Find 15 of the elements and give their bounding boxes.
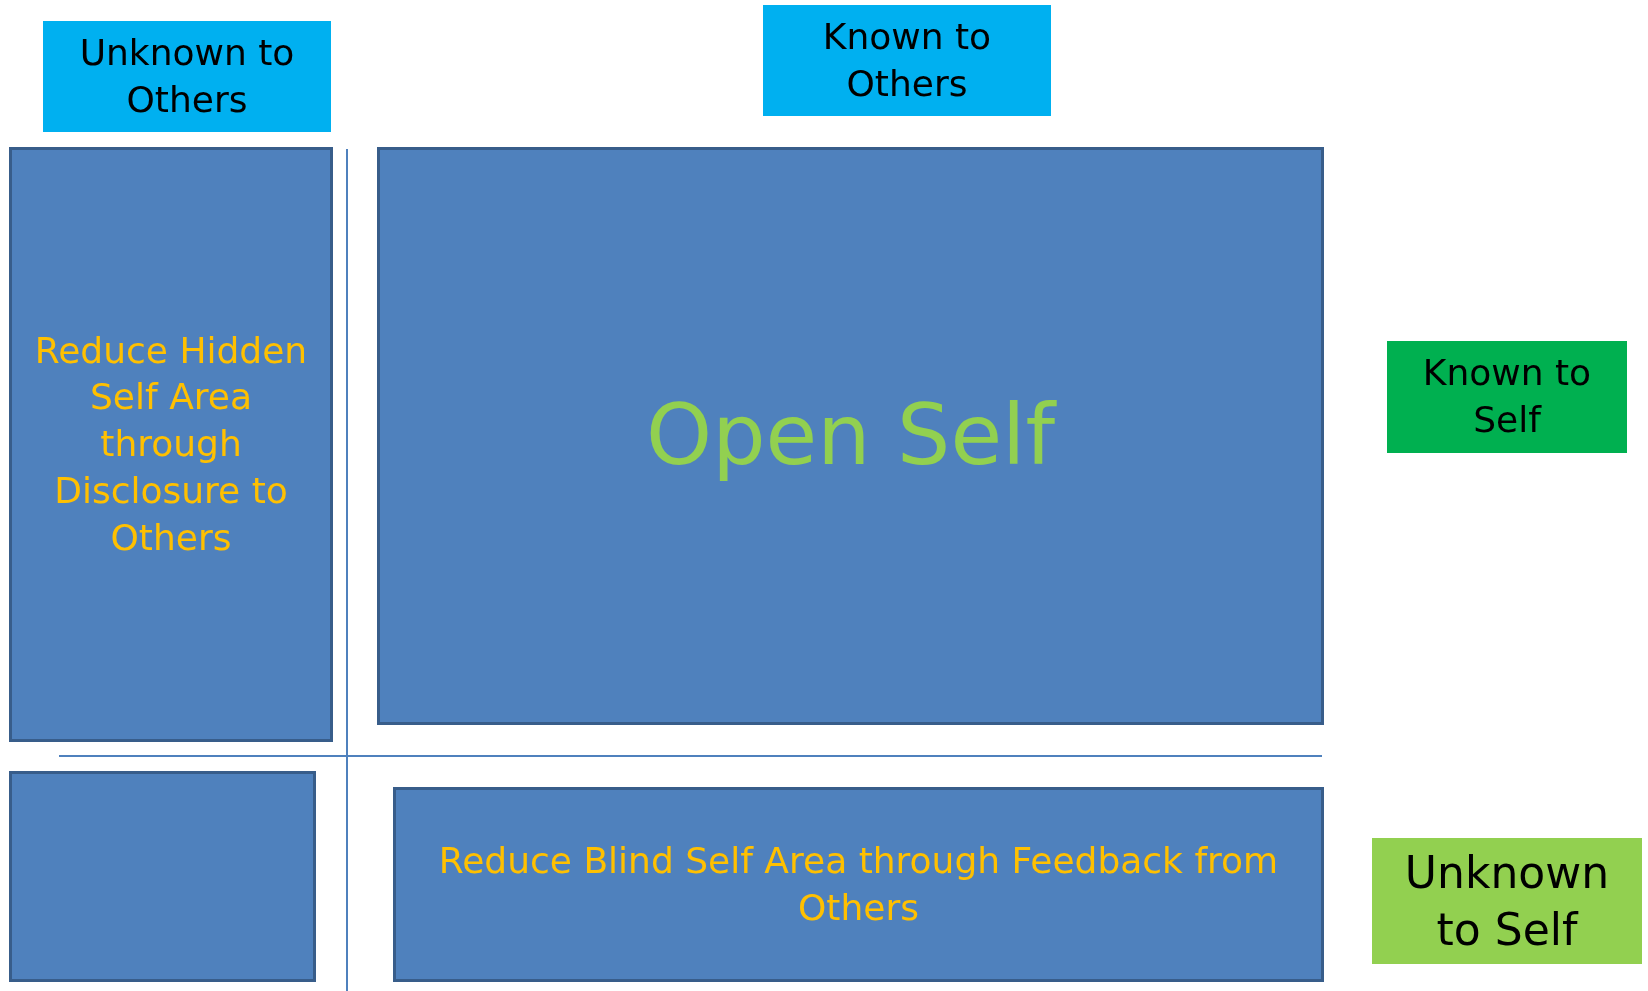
panel-text: Open Self [646,385,1055,487]
label-text: Unknown to Others [78,30,296,122]
panel-text: Reduce Blind Self Area through Feedback from Others [437,838,1280,930]
quadrant-panel [9,147,333,742]
label-text: Unknown to Self [1403,845,1611,957]
label-text: Known to Others [821,14,993,106]
quadrant-panel [377,147,1324,725]
quadrant-panel [393,787,1324,982]
side-label [1387,341,1627,453]
panel-text: Reduce Hidden Self Area through Disclosure to Others [33,328,309,560]
side-label [1372,838,1642,964]
label-text: Known to Self [1421,351,1593,442]
header-label [763,5,1051,116]
header-label [43,21,331,132]
empty-panel [9,771,316,982]
